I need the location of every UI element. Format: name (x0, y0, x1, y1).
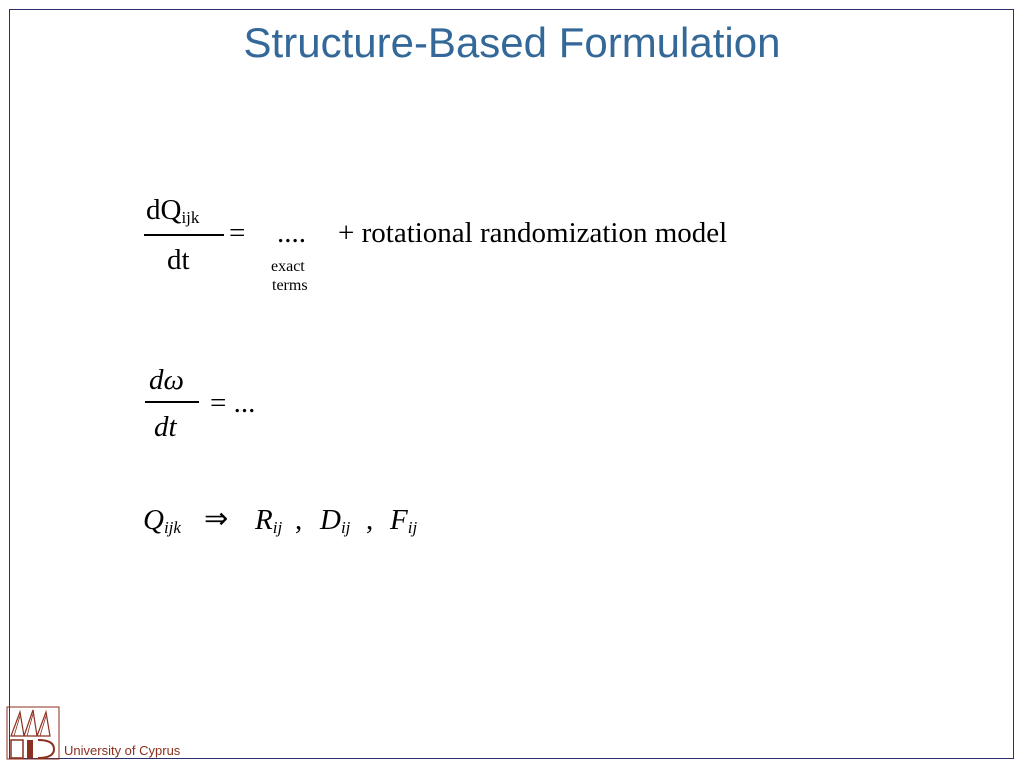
university-logo-icon (6, 706, 60, 760)
eq3-comma-1: , (295, 504, 303, 536)
eq1-fraction-bar (144, 234, 224, 236)
eq3-arrow: ⇒ (204, 503, 229, 535)
eq1-dots: .... (277, 217, 306, 249)
slide-frame (9, 9, 1014, 759)
eq3-f: Fij (390, 504, 418, 537)
eq3-comma-2: , (366, 504, 374, 536)
eq1-under-exact: exact (271, 258, 305, 275)
eq3-d: Dij (320, 504, 351, 537)
eq1-equals: = (229, 217, 246, 249)
eq2-rest: = ... (210, 387, 256, 419)
eq2-numerator: dω (149, 364, 184, 396)
eq1-rotational-term: + rotational randomization model (338, 217, 728, 249)
eq2-denominator: dt (154, 411, 177, 443)
eq1-denominator: dt (167, 244, 190, 276)
eq1-numerator: dQijk (146, 194, 200, 227)
eq3-r: Rij (255, 504, 283, 537)
slide-title: Structure-Based Formulation (243, 19, 781, 66)
eq3-q: Qijk (143, 504, 181, 537)
university-name: University of Cyprus (64, 743, 181, 758)
eq1-under-terms: terms (272, 277, 308, 294)
eq2-fraction-bar (145, 401, 199, 403)
